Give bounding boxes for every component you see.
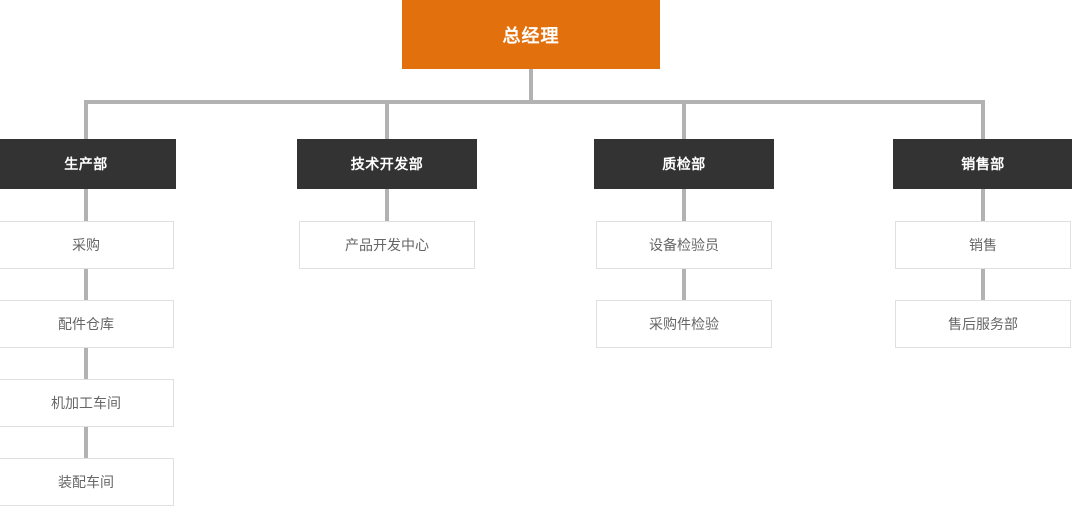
child-node: 配件仓库: [0, 300, 174, 348]
child-node: 采购件检验: [596, 300, 772, 348]
child-connector-stub: [682, 269, 686, 300]
child-connector-stub: [84, 427, 88, 458]
main-horizontal-connector: [84, 100, 985, 104]
dept-connector-stub: [84, 100, 88, 139]
child-node: 机加工车间: [0, 379, 174, 427]
child-node-label: 产品开发中心: [345, 237, 429, 253]
child-node-label: 配件仓库: [58, 316, 114, 332]
child-node: 售后服务部: [895, 300, 1071, 348]
child-node: 设备检验员: [596, 221, 772, 269]
root-node: 总经理: [402, 0, 660, 69]
child-node-label: 采购: [72, 237, 100, 253]
root-node-label: 总经理: [502, 25, 560, 46]
child-node-label: 售后服务部: [948, 316, 1018, 332]
dept-node-label: 销售部: [961, 156, 1005, 172]
child-node-label: 机加工车间: [51, 395, 121, 411]
child-node: 装配车间: [0, 458, 174, 506]
dept-node: 生产部: [0, 139, 176, 189]
child-node-label: 设备检验员: [649, 237, 719, 253]
child-node: 销售: [895, 221, 1071, 269]
child-connector-stub: [84, 269, 88, 300]
dept-node: 技术开发部: [297, 139, 477, 189]
dept-node-label: 技术开发部: [350, 156, 424, 172]
dept-node: 销售部: [893, 139, 1072, 189]
root-connector-stub: [529, 69, 533, 104]
child-node-label: 装配车间: [58, 474, 114, 490]
child-connector-stub: [385, 189, 389, 221]
dept-connector-stub: [981, 100, 985, 139]
child-node: 产品开发中心: [299, 221, 475, 269]
child-connector-stub: [981, 269, 985, 300]
dept-node-label: 生产部: [64, 156, 108, 172]
dept-connector-stub: [385, 100, 389, 139]
child-node-label: 销售: [969, 237, 997, 253]
child-node-label: 采购件检验: [649, 316, 719, 332]
child-connector-stub: [84, 189, 88, 221]
child-connector-stub: [84, 348, 88, 379]
child-node: 采购: [0, 221, 174, 269]
dept-node: 质检部: [594, 139, 774, 189]
child-connector-stub: [682, 189, 686, 221]
child-connector-stub: [981, 189, 985, 221]
dept-node-label: 质检部: [662, 156, 706, 172]
dept-connector-stub: [682, 100, 686, 139]
